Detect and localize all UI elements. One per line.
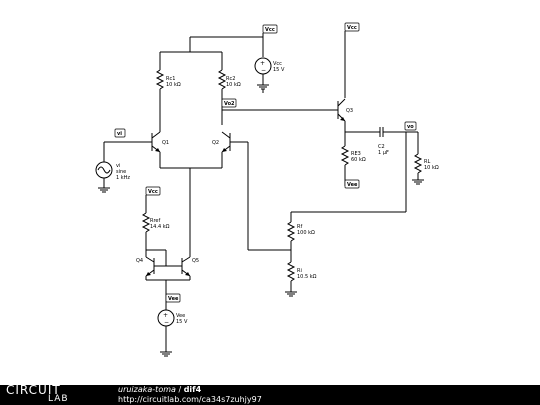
vcc-flag-top: Vcc <box>262 24 278 34</box>
q4-name: Q4 <box>136 258 143 264</box>
svg-text:vo: vo <box>407 124 414 130</box>
svg-text:vi: vi <box>117 131 122 137</box>
title-separator: / <box>175 385 184 394</box>
vcc-source-value: 15 V <box>273 67 285 73</box>
circuit-url[interactable]: http://circuitlab.com/ca34s7zuhjy97 <box>118 395 262 404</box>
circuit-schematic: Vcc + − Vcc 15 V Rc1 10 kΩ Rc2 10 kΩ Vo2 <box>95 22 439 357</box>
vi-source-frequency: 1 kHz <box>116 175 130 181</box>
vcc-flag-ref: Vcc <box>145 186 161 196</box>
plus-icon: + <box>260 60 265 67</box>
rl-resistor <box>412 132 424 185</box>
vi-source <box>95 141 152 193</box>
rf-resistor <box>286 212 296 262</box>
vcc-source: + − <box>254 57 272 93</box>
vo-flag: vo <box>404 121 417 131</box>
rc2-name: Rc2 <box>226 76 235 82</box>
vi-flag: vi <box>114 128 126 138</box>
rc1-name: Rc1 <box>166 76 175 82</box>
sine-wave-icon <box>97 166 111 174</box>
re3-name: RE3 <box>351 151 361 157</box>
vi-source-name: vi <box>116 163 120 169</box>
c2-name: C2 <box>378 144 385 150</box>
q5-transistor <box>181 250 191 280</box>
q1-name: Q1 <box>162 140 169 146</box>
emitter-tie-wire <box>160 167 222 250</box>
rref-value: 14.4 kΩ <box>150 224 170 230</box>
q4-transistor <box>145 249 182 280</box>
vee-source-value: 15 V <box>176 319 188 325</box>
q2-name: Q2 <box>212 140 219 146</box>
svg-text:Vcc: Vcc <box>347 25 357 31</box>
svg-text:Vo2: Vo2 <box>224 101 235 107</box>
author-link[interactable]: uruizaka-toma <box>118 385 176 394</box>
vee-source: + − <box>157 303 175 357</box>
c2-capacitor <box>376 127 418 137</box>
vee-flag-mirror: Vee <box>165 293 181 303</box>
rl-value: 10 kΩ <box>424 165 439 171</box>
plus-icon: + <box>163 312 168 319</box>
rc2-value: 10 kΩ <box>226 82 241 88</box>
rc1-value: 10 kΩ <box>166 82 181 88</box>
ri-value: 10.5 kΩ <box>297 274 317 280</box>
re3-value: 60 kΩ <box>351 157 366 163</box>
logo-text-top: CIRCUIT <box>6 383 61 397</box>
ri-name: Ri <box>297 268 302 274</box>
c2-value: 1 µF <box>378 150 389 156</box>
q3-transistor <box>334 31 346 146</box>
rref-resistor <box>141 195 151 250</box>
svg-text:Vcc: Vcc <box>265 27 275 33</box>
q3-name: Q3 <box>346 108 353 114</box>
logo-text-bottom: LAB <box>48 394 69 404</box>
feedback-wire <box>291 132 407 213</box>
rl-name: RL <box>424 159 430 165</box>
ri-resistor <box>285 261 297 297</box>
svg-text:Vcc: Vcc <box>148 189 158 195</box>
svg-text:Vee: Vee <box>168 296 179 302</box>
vcc-source-name: Vcc <box>273 61 282 67</box>
rf-name: Rf <box>297 224 302 230</box>
minus-icon: − <box>164 319 169 326</box>
circuit-title: dif4 <box>183 385 202 394</box>
rc1-resistor <box>155 52 165 125</box>
q1-transistor <box>151 125 161 168</box>
q2-transistor <box>221 131 291 251</box>
vi-source-waveform: sine <box>116 169 126 175</box>
vee-flag-re3: Vee <box>344 179 360 189</box>
minus-icon: − <box>261 67 266 74</box>
rc2-resistor <box>217 52 227 125</box>
q5-name: Q5 <box>192 258 199 264</box>
footer-info: uruizaka-toma / dif4 http://circuitlab.c… <box>118 385 262 405</box>
vcc-flag-right: Vcc <box>344 22 360 32</box>
vee-source-name: Vee <box>176 313 185 319</box>
svg-text:Vee: Vee <box>347 182 358 188</box>
rf-value: 100 kΩ <box>297 230 315 236</box>
rref-name: Rref <box>150 218 160 224</box>
footer-bar: CIRCUIT LAB uruizaka-toma / dif4 http://… <box>0 383 540 405</box>
vo2-flag: Vo2 <box>221 98 237 108</box>
top-rail-wire <box>160 33 264 57</box>
